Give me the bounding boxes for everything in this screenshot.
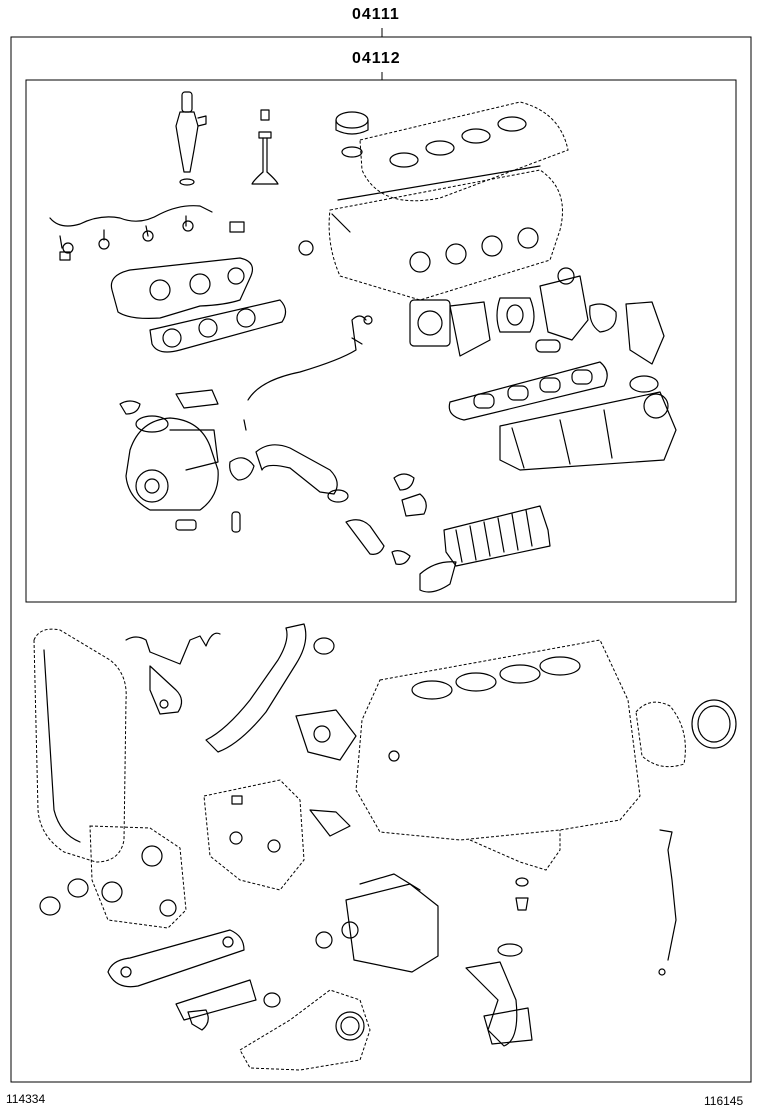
oil-cooler-gasket-icon: [108, 930, 280, 1030]
oil-strainer-icon: [466, 944, 532, 1046]
exhaust-manifold-gasket-icon: [111, 258, 285, 352]
timing-belt-cover-icon: [34, 629, 126, 862]
drain-plug-gasket-icon: [516, 878, 528, 910]
footer-code-right: 116145: [704, 1094, 744, 1108]
oil-pump-housing-icon: [204, 780, 350, 890]
part-number-outer: 04111: [352, 6, 400, 23]
oil-dipstick-icon: [659, 830, 676, 975]
turbocharger-icon: [120, 390, 254, 532]
fuel-pipe-icon: [244, 316, 372, 430]
intake-gasket-icon: [449, 362, 658, 420]
water-outlet-housing-icon: [240, 990, 370, 1070]
injector-icon: [176, 92, 206, 185]
footer-code-left: 114334: [6, 1092, 46, 1106]
part-number-inner: 04112: [352, 50, 401, 67]
outer-kit-frame: [11, 37, 751, 1082]
valve-icon: [252, 110, 278, 184]
oil-level-gauge-bracket-icon: [126, 633, 220, 714]
fuel-pump-icon: [316, 874, 438, 972]
timing-case-gasket-icon: [40, 826, 186, 928]
water-pump-gasket-icon: [296, 710, 356, 760]
inner-kit-frame: [26, 80, 736, 602]
rear-oil-seal-icon: [636, 700, 736, 767]
intake-manifold-icon: [500, 392, 676, 470]
water-hose-icon: [206, 624, 334, 752]
egr-cooler-icon: [420, 506, 550, 592]
exhaust-pipe-icon: [256, 445, 426, 565]
cylinder-head-cover-icon: [336, 102, 568, 201]
egr-valve-icon: [410, 268, 664, 364]
cylinder-head-icon: [299, 166, 563, 300]
glow-plug-harness-icon: [50, 206, 244, 260]
cylinder-block-icon: [356, 640, 640, 870]
